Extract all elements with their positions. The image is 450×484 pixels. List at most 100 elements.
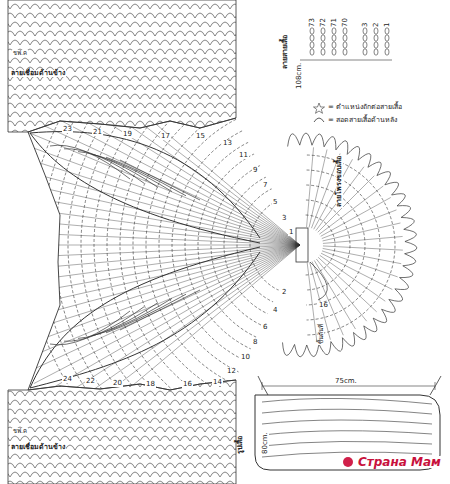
stitch-ray bbox=[0, 245, 300, 246]
chain-loop bbox=[331, 338, 343, 351]
chain-row bbox=[68, 13, 450, 477]
fan-ray bbox=[316, 259, 366, 321]
pineapple-row bbox=[64, 149, 144, 183]
chain-stitch bbox=[310, 49, 314, 55]
row-number: 6 bbox=[262, 324, 268, 331]
row-number: 3 bbox=[281, 215, 287, 222]
chain-stitch bbox=[321, 35, 325, 41]
stitch-ray bbox=[7, 245, 300, 310]
chain-row bbox=[159, 104, 441, 386]
chain-loop bbox=[307, 344, 319, 357]
chain-row bbox=[146, 91, 450, 399]
section-label: ลายสายเสื้อ bbox=[282, 34, 289, 70]
stitch-ray bbox=[0, 232, 300, 245]
leader-line bbox=[310, 262, 327, 300]
chain-row bbox=[133, 78, 450, 412]
dimension-label: 75cm. bbox=[334, 378, 358, 385]
row-number: 2 bbox=[373, 23, 380, 27]
chain-stitch bbox=[343, 35, 347, 41]
pineapple-row bbox=[78, 152, 158, 188]
chain-stitch bbox=[374, 35, 378, 41]
chain-loop bbox=[364, 318, 377, 332]
chain-loop bbox=[401, 217, 414, 229]
chain-row bbox=[29, 0, 450, 484]
stitch-ray bbox=[3, 245, 300, 284]
chain-stitch bbox=[385, 42, 389, 48]
row-number: 23 bbox=[62, 126, 73, 133]
star-symbol bbox=[314, 103, 325, 113]
strap-line bbox=[258, 376, 268, 395]
chain-loop bbox=[397, 206, 411, 218]
watermark-logo bbox=[343, 457, 353, 467]
stitch-ray bbox=[14, 155, 300, 245]
pineapple-row bbox=[50, 311, 130, 345]
pineapple-row bbox=[92, 154, 172, 191]
chain-loop bbox=[295, 344, 307, 356]
row-number: 70 bbox=[342, 18, 349, 27]
chain-loop bbox=[336, 141, 348, 155]
row-number: 22 bbox=[85, 378, 96, 385]
dimension-tick bbox=[262, 382, 263, 390]
fan-ray bbox=[307, 263, 317, 342]
dimension-tick bbox=[435, 382, 436, 390]
chain-stitch bbox=[332, 42, 336, 48]
dimension-note: ชฟ.ค bbox=[12, 50, 28, 56]
chain-stitch bbox=[321, 49, 325, 55]
row-number: 4 bbox=[272, 307, 278, 314]
pineapple-row bbox=[50, 145, 130, 179]
dimension-line bbox=[300, 60, 392, 61]
fan-row bbox=[306, 200, 350, 290]
chain-stitch bbox=[363, 42, 367, 48]
chain-row bbox=[211, 156, 389, 334]
dimension-line bbox=[262, 386, 435, 387]
pineapple-outline bbox=[30, 247, 260, 388]
stitch-ray bbox=[54, 73, 300, 245]
row-number: 10 bbox=[240, 354, 251, 361]
row-number: 1 bbox=[288, 229, 294, 236]
chain-row bbox=[185, 130, 415, 360]
fan-row bbox=[307, 155, 395, 335]
chain-loop bbox=[324, 137, 336, 150]
pineapple-row bbox=[78, 303, 158, 339]
chain-loop bbox=[395, 278, 409, 290]
strap-line bbox=[430, 376, 441, 395]
row-number: 16 bbox=[318, 302, 329, 309]
row-number: 17 bbox=[160, 133, 171, 140]
fan-row bbox=[306, 215, 335, 275]
note-label: ขึ้นต้นที่ bbox=[318, 323, 324, 345]
start-chain bbox=[296, 228, 308, 262]
mesh-band bbox=[8, 380, 236, 484]
pineapple-row bbox=[64, 307, 144, 341]
chain-loop bbox=[392, 194, 406, 206]
stitch-ray bbox=[3, 206, 300, 245]
chain-loop bbox=[283, 342, 295, 355]
chain-row bbox=[107, 52, 450, 438]
garment-fan bbox=[262, 441, 432, 446]
row-number: 14 bbox=[212, 379, 223, 386]
chain-row bbox=[55, 0, 450, 484]
row-number: 73 bbox=[309, 18, 316, 27]
section-label: ลายเชื่อมด้านข้าง bbox=[10, 70, 66, 77]
chain-loop bbox=[312, 134, 324, 147]
chain-stitch bbox=[385, 28, 389, 34]
row-number: 11 bbox=[238, 152, 249, 159]
chain-row bbox=[237, 182, 363, 308]
chain-stitch bbox=[363, 35, 367, 41]
legend-text: = ตำแหน่งถักต่อสายเสื้อ bbox=[327, 104, 403, 111]
pineapple-outline bbox=[30, 132, 260, 243]
stitch-ray bbox=[5, 193, 300, 245]
chain-loop bbox=[405, 242, 417, 254]
chain-row bbox=[172, 117, 428, 373]
stitch-ray bbox=[7, 180, 300, 245]
panel-edge bbox=[28, 118, 236, 390]
chain-row bbox=[250, 195, 350, 295]
chain-stitch bbox=[310, 42, 314, 48]
row-number: 5 bbox=[272, 199, 278, 206]
row-number: 16 bbox=[182, 381, 193, 388]
row-number: 8 bbox=[252, 339, 258, 346]
chain-loop bbox=[368, 162, 381, 176]
mesh-band bbox=[8, 0, 236, 132]
chain-row bbox=[224, 169, 376, 321]
chain-stitch bbox=[332, 35, 336, 41]
